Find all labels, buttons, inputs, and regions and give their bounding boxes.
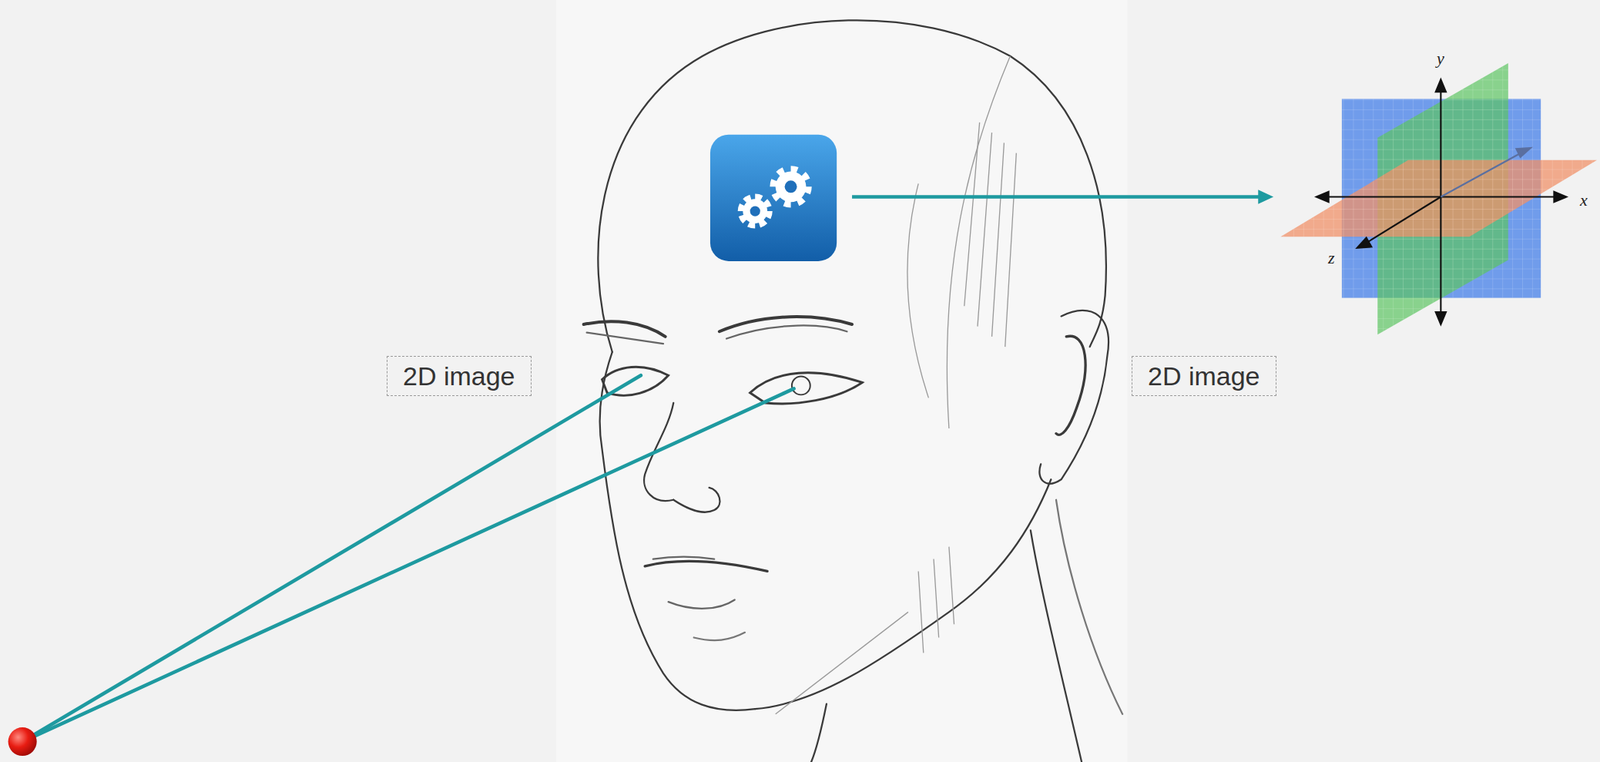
sight-lines xyxy=(22,375,794,742)
gear-icon xyxy=(710,134,837,262)
image-box: 2D image xyxy=(386,355,532,396)
axis-label: x xyxy=(1579,191,1588,210)
axis-label: y xyxy=(1436,49,1445,68)
axes-graphic xyxy=(1280,63,1597,335)
process-arrow xyxy=(851,189,1274,205)
axis-label: z xyxy=(1328,248,1336,268)
box-label: 2D image xyxy=(1147,360,1261,392)
head-sketch xyxy=(583,20,1123,762)
head-ground xyxy=(556,0,1128,762)
box-label: 2D image xyxy=(402,360,516,392)
image-box: 2D image xyxy=(1131,355,1277,396)
point-3d xyxy=(8,727,37,756)
